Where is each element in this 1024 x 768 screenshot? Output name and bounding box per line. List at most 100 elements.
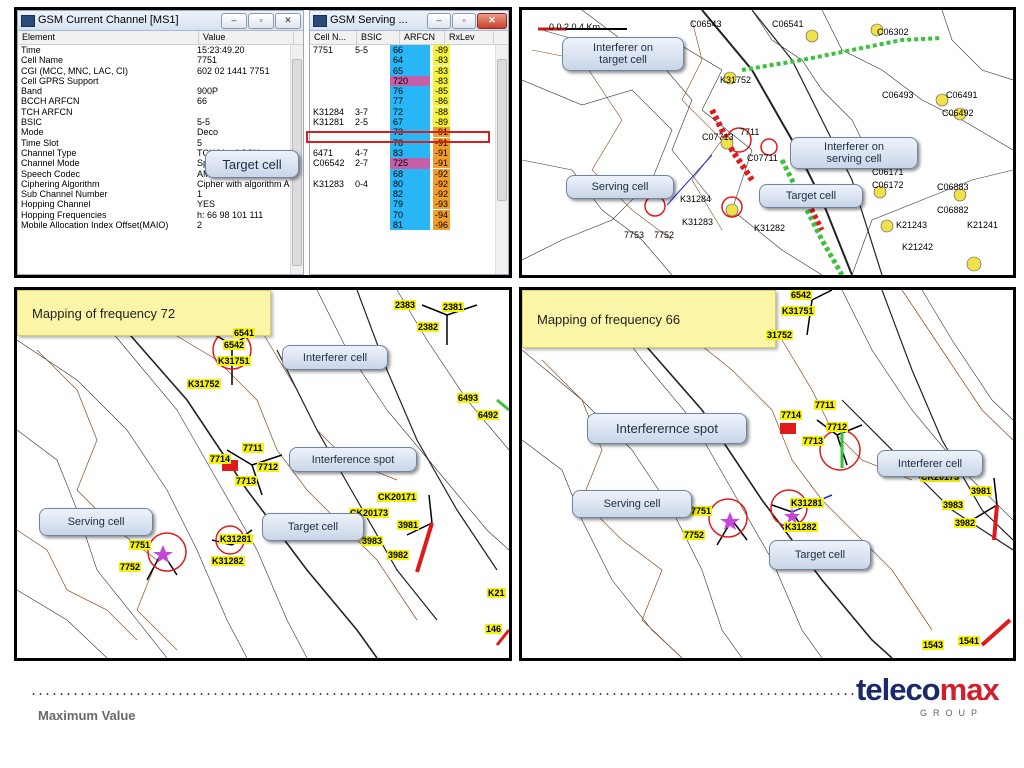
callout-interference-spot: Interference spot — [289, 447, 417, 472]
cell-tag-k31751: K31751 — [781, 306, 815, 316]
channel-element-cell: Sub Channel Number — [21, 189, 108, 200]
map-cell-label: C07711 — [747, 153, 778, 163]
callout-interferer-on-target-cell: Interferer on target cell — [562, 37, 684, 71]
map-cell-label: K21241 — [967, 220, 999, 230]
serving-titlebar[interactable]: GSM Serving ... – ▫ ✕ — [310, 11, 508, 31]
mapping-title-box: Mapping of frequency 72 — [17, 290, 271, 336]
rxlev-cell: -91 — [430, 147, 474, 158]
bsic-cell: 3-7 — [355, 106, 369, 117]
channel-element-cell: Band — [21, 86, 43, 97]
serving-row[interactable]: 64-83 — [310, 55, 508, 66]
window-grid-icon — [313, 15, 327, 27]
column-header-rxlev[interactable]: RxLev — [445, 31, 494, 44]
map-cell-label: C06172 — [872, 180, 904, 190]
channel-row[interactable]: Mobile Allocation Index Offset(MAIO)2 — [18, 220, 303, 230]
serving-row[interactable]: 70-94 — [310, 209, 508, 221]
minimize-button[interactable]: – — [427, 13, 451, 29]
serving-row[interactable]: 77-86 — [310, 96, 508, 107]
serving-row[interactable]: 720-83 — [310, 75, 508, 87]
cell-tag-6493: 6493 — [457, 393, 480, 403]
cell-tag-1541: 1541 — [958, 636, 981, 646]
rxlev-value: -88 — [433, 106, 451, 117]
bsic-cell — [352, 189, 390, 199]
serving-row[interactable]: 79-93 — [310, 199, 508, 210]
rxlev-cell: -92 — [430, 189, 474, 200]
panel-measurement-windows: GSM Current Channel [MS1] – ▫ ✕ Element … — [14, 7, 512, 278]
map-cell-label: C06883 — [937, 182, 969, 192]
callout-interference-spot: Interferernce spot — [587, 413, 747, 444]
arfcn-cell: 64 — [390, 55, 430, 66]
rxlev-value: -91 — [433, 147, 451, 158]
serving-row[interactable]: 68-92 — [310, 168, 508, 179]
rxlev-cell: -85 — [430, 86, 474, 97]
bsic-cell — [352, 76, 390, 86]
maximize-button[interactable]: ▫ — [248, 13, 274, 29]
rxlev-value: -92 — [433, 168, 451, 179]
bsic-cell — [352, 210, 390, 220]
serving-scrollbar[interactable] — [495, 45, 508, 274]
cell-tag-k31281: K31281 — [219, 534, 253, 544]
channel-value-cell: 15:23:49.20 — [197, 45, 245, 55]
close-button[interactable]: ✕ — [275, 13, 301, 29]
target-row-highlight — [306, 131, 490, 143]
column-header-cell-name[interactable]: Cell N... — [310, 31, 357, 44]
map-cell-label: C06171 — [872, 167, 904, 177]
bsic-cell: 4-7 — [355, 147, 369, 158]
channel-element-cell: Time Slot — [21, 137, 59, 148]
column-header-bsic[interactable]: BSIC — [357, 31, 400, 44]
logo-part-le: le — [881, 672, 907, 707]
arfcn-cell: 81 — [390, 220, 430, 231]
window-grid-icon — [21, 15, 35, 27]
column-header-value[interactable]: Value — [199, 31, 294, 44]
channel-value-cell: 7751 — [197, 55, 218, 66]
column-header-element[interactable]: Element — [18, 31, 199, 44]
cell-name-cell: K31284 — [313, 106, 345, 117]
minimize-button[interactable]: – — [221, 13, 247, 29]
rxlev-value: -96 — [433, 220, 451, 231]
callout-interferer-cell: Interferer cell — [282, 345, 388, 370]
current-channel-titlebar[interactable]: GSM Current Channel [MS1] – ▫ ✕ — [18, 11, 303, 31]
callout-interferer-on-serving-cell: Interferer on serving cell — [790, 137, 918, 169]
cell-tag-7712: 7712 — [257, 462, 280, 472]
cell-tag-7752: 7752 — [119, 562, 142, 572]
serving-header: Cell N... BSIC ARFCN RxLev — [310, 31, 508, 45]
serving-row[interactable]: 76-85 — [310, 86, 508, 97]
arfcn-cell: 77 — [390, 96, 430, 107]
serving-row[interactable]: 82-92 — [310, 189, 508, 200]
channel-row[interactable]: TCH ARFCN — [18, 107, 303, 117]
rxlev-value: -89 — [433, 45, 451, 55]
channel-element-cell: Channel Type — [21, 147, 77, 158]
serving-row[interactable]: 65-83 — [310, 65, 508, 76]
logo-part-max: max — [939, 672, 1000, 707]
channel-row[interactable]: CGI (MCC, MNC, LAC, CI)602 02 1441 7751 — [18, 66, 303, 76]
maximize-button[interactable]: ▫ — [452, 13, 476, 29]
cell-tag-6542: 6542 — [223, 340, 246, 350]
serving-row[interactable]: 81-96 — [310, 220, 508, 231]
close-button[interactable]: ✕ — [477, 13, 507, 29]
column-header-arfcn[interactable]: ARFCN — [400, 31, 445, 44]
map-cell-label: K31752 — [720, 75, 752, 85]
channel-row[interactable]: Cell GPRS Support — [18, 76, 303, 86]
gsm-current-channel-window: GSM Current Channel [MS1] – ▫ ✕ Element … — [17, 10, 304, 275]
cell-tag-3983: 3983 — [942, 500, 965, 510]
channel-element-cell: Mode — [21, 127, 44, 138]
cell-tag-7711: 7711 — [242, 443, 264, 453]
